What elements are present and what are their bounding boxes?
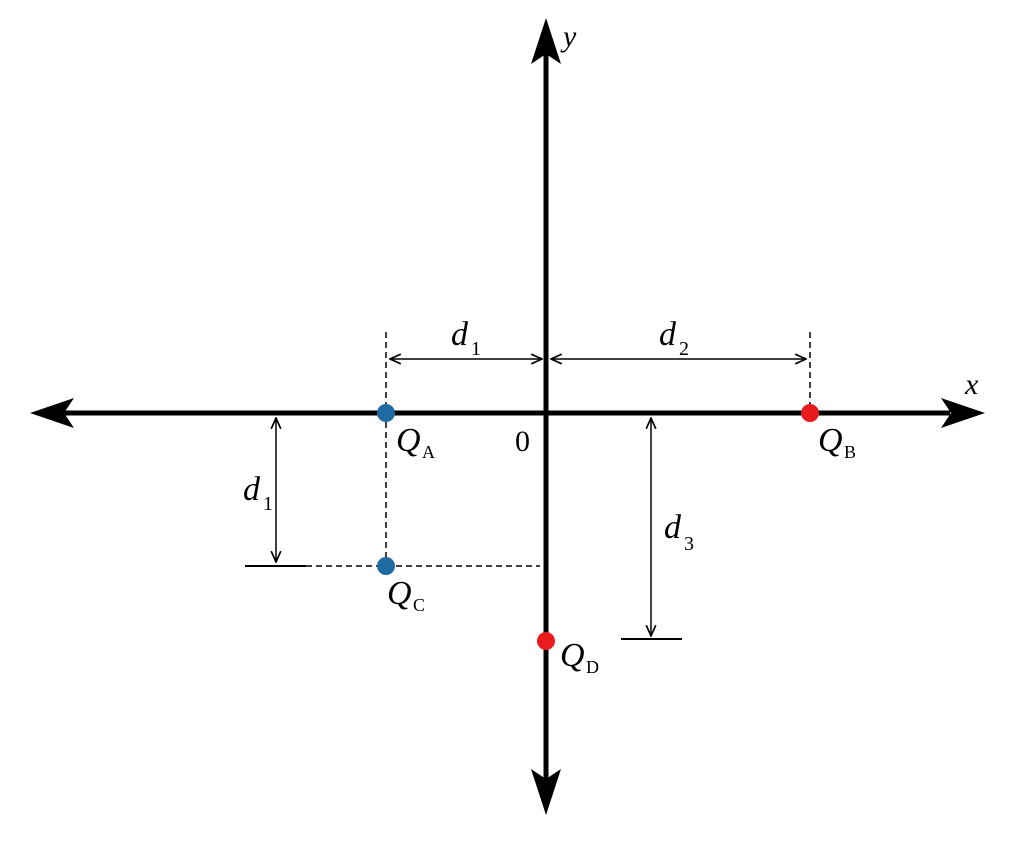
y-axis-label: y — [560, 20, 577, 53]
charge-qa-label-main: Q — [396, 422, 421, 459]
charge-qc-label-sub: C — [413, 595, 425, 615]
d1-top-label-sub: 1 — [471, 338, 481, 360]
d1-left-label-sub: 1 — [263, 493, 273, 515]
charge-qc-dot — [377, 557, 395, 575]
x-axis-right-arrowhead — [941, 398, 985, 428]
y-axis-bottom-arrowhead — [531, 769, 561, 815]
d1-left-label-main: d — [243, 471, 261, 508]
charge-qa-label: Q A — [396, 422, 435, 462]
y-axis-top-arrowhead — [531, 18, 561, 64]
x-axis-label: x — [964, 368, 979, 401]
origin-label: 0 — [515, 425, 530, 458]
charge-qb-label-sub: B — [844, 442, 856, 462]
charge-qd-dot — [537, 632, 555, 650]
charge-qa-label-sub: A — [422, 442, 435, 462]
charge-qb-label: Q B — [818, 422, 856, 462]
d3-label-main: d — [664, 509, 682, 546]
d1-top-label-main: d — [451, 316, 469, 353]
d1-left-label: d 1 — [243, 471, 273, 515]
charge-qb-dot — [801, 404, 819, 422]
x-axis-left-arrowhead — [30, 398, 74, 428]
d1-top-label: d 1 — [451, 316, 481, 360]
d2-label-main: d — [659, 316, 677, 353]
d2-label: d 2 — [659, 316, 689, 360]
d3-label: d 3 — [664, 509, 694, 555]
charge-qc-label: Q C — [387, 575, 425, 615]
charge-qd-label-main: Q — [560, 637, 585, 674]
charge-qc-label-main: Q — [387, 575, 412, 612]
d2-label-sub: 2 — [679, 338, 689, 360]
charge-qd-label: Q D — [560, 637, 599, 677]
charge-qb-label-main: Q — [818, 422, 843, 459]
d3-label-sub: 3 — [684, 533, 694, 555]
charge-qa-dot — [377, 404, 395, 422]
charge-qd-label-sub: D — [586, 657, 599, 677]
